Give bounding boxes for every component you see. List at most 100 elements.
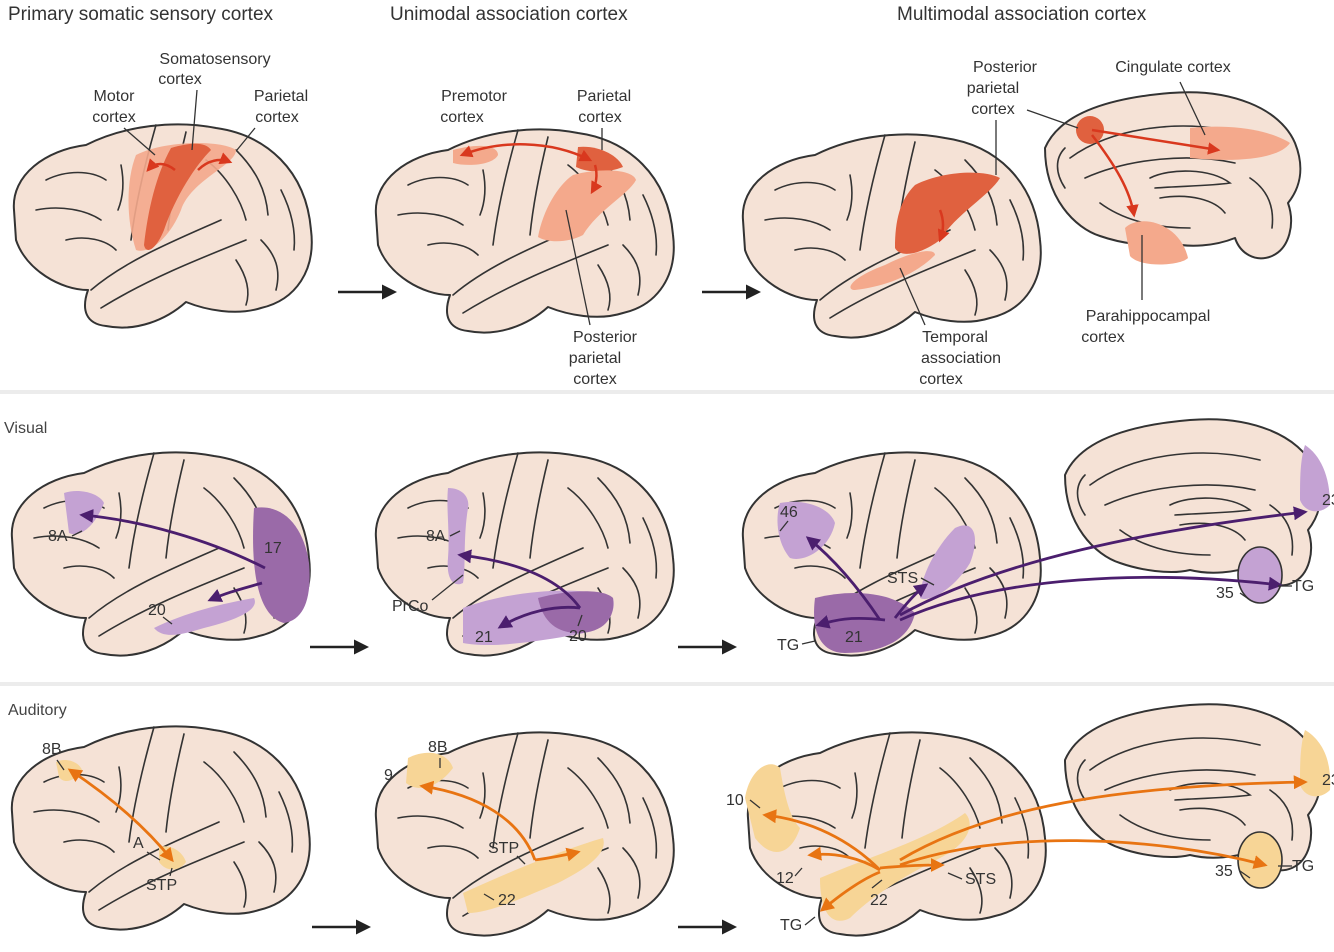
svg-text:Motor: Motor xyxy=(94,88,136,105)
visual-multimodal-arrows xyxy=(805,506,1308,629)
visual-primary-labels: 8A 17 20 xyxy=(48,528,282,625)
visual-multimodal-labels: 46 STS TG 21 35 TG 23 xyxy=(777,492,1334,654)
label-somatosensory-1: Somatosensory xyxy=(159,51,270,68)
label-temporal-3: cortex xyxy=(919,371,963,388)
section-auditory: Auditory xyxy=(8,702,67,719)
label-auditory-u-STP: STP xyxy=(488,840,519,857)
label-auditory-m-22: 22 xyxy=(870,892,888,909)
label-temporal-1: Temporal xyxy=(922,329,988,346)
auditory-multimodal-labels: 10 12 TG 22 STS 35 TG 23 xyxy=(726,772,1334,934)
svg-text:Premotor: Premotor xyxy=(441,88,507,105)
svg-text:Parietal: Parietal xyxy=(254,88,308,105)
label-auditory-u-9: 9 xyxy=(384,767,393,784)
label-visual-u-8A: 8A xyxy=(426,528,446,545)
somatic-primary-labels: Somatosensory cortex Motor cortex Pariet… xyxy=(92,51,308,156)
svg-text:cortex: cortex xyxy=(919,371,963,388)
svg-text:cortex: cortex xyxy=(440,109,484,126)
label-visual-20: 20 xyxy=(148,602,166,619)
somatosensory-core-region xyxy=(144,143,211,250)
label-visual-8A: 8A xyxy=(48,528,68,545)
auditory-primary-labels: 8B A STP xyxy=(42,741,177,894)
label-auditory-u-8B: 8B xyxy=(428,739,448,756)
somatic-multimodal-medial-brain xyxy=(1044,91,1302,265)
svg-text:cortex: cortex xyxy=(255,109,299,126)
svg-text:cortex: cortex xyxy=(971,101,1015,118)
label-auditory-STP: STP xyxy=(146,877,177,894)
svg-text:Temporal: Temporal xyxy=(922,329,988,346)
label-auditory-35: 35 xyxy=(1215,863,1233,880)
label-posterior-parietal2-2: parietal xyxy=(967,80,1019,97)
label-motor-1: Motor xyxy=(94,88,136,105)
auditory-unimodal-arrows xyxy=(419,780,581,862)
label-auditory-8B: 8B xyxy=(42,741,62,758)
label-posterior-parietal2-1: Posterior xyxy=(973,59,1038,76)
svg-text:cortex: cortex xyxy=(1081,329,1125,346)
somatic-primary-arrows xyxy=(146,152,233,172)
somatic-multimodal-lateral-brain xyxy=(741,133,1042,339)
svg-text:Parahippocampal: Parahippocampal xyxy=(1086,308,1211,325)
label-visual-STS: STS xyxy=(887,570,918,587)
label-visual-46: 46 xyxy=(780,504,798,521)
label-parietal2-2: cortex xyxy=(578,109,622,126)
label-premotor-1: Premotor xyxy=(441,88,507,105)
label-posterior-parietal1-3: cortex xyxy=(573,371,617,388)
label-parahippocampal-2: cortex xyxy=(1081,329,1125,346)
visual-unimodal-brain xyxy=(374,451,675,657)
label-visual-35: 35 xyxy=(1216,585,1234,602)
label-visual-u-20: 20 xyxy=(569,628,587,645)
visual-multimodal-medial-brain xyxy=(1064,418,1330,604)
somatic-multimodal-arrow-down xyxy=(937,209,950,243)
label-visual-m-21: 21 xyxy=(845,629,863,646)
label-visual-PrCo: PrCo xyxy=(392,598,429,615)
auditory-multimodal-arrows xyxy=(762,775,1308,912)
label-premotor-2: cortex xyxy=(440,109,484,126)
label-cingulate: Cingulate cortex xyxy=(1115,59,1231,76)
somatic-multimodal-labels: Posterior parietal cortex Cingulate cort… xyxy=(899,59,1231,388)
svg-text:Posterior: Posterior xyxy=(573,329,638,346)
svg-text:Somatosensory: Somatosensory xyxy=(159,51,270,68)
label-auditory-STS: STS xyxy=(965,871,996,888)
somatic-unimodal-labels: Premotor cortex Parietal cortex Posterio… xyxy=(440,88,637,388)
label-parietal-1: Parietal xyxy=(254,88,308,105)
label-visual-u-21: 21 xyxy=(475,629,493,646)
label-parietal2-1: Parietal xyxy=(577,88,631,105)
label-auditory-12: 12 xyxy=(776,870,794,887)
auditory-unimodal-labels: 8B 9 STP 22 xyxy=(384,739,526,909)
svg-text:Cingulate cortex: Cingulate cortex xyxy=(1115,59,1231,76)
svg-text:cortex: cortex xyxy=(573,371,617,388)
somatic-unimodal-arrows xyxy=(459,143,603,195)
section-visual: Visual xyxy=(4,420,47,437)
svg-text:parietal: parietal xyxy=(967,80,1019,97)
svg-text:Posterior: Posterior xyxy=(973,59,1038,76)
auditory-unimodal-brain xyxy=(374,731,675,937)
label-posterior-parietal1-1: Posterior xyxy=(573,329,638,346)
visual-primary-brain xyxy=(10,451,311,657)
svg-text:cortex: cortex xyxy=(92,109,136,126)
label-auditory-A: A xyxy=(133,835,144,852)
label-posterior-parietal1-2: parietal xyxy=(569,350,621,367)
svg-text:association: association xyxy=(921,350,1001,367)
label-temporal-2: association xyxy=(921,350,1001,367)
label-auditory-TG: TG xyxy=(780,917,802,934)
label-motor-2: cortex xyxy=(92,109,136,126)
row-divider-1 xyxy=(0,390,1334,394)
somatic-multimodal-arrows xyxy=(1091,128,1221,218)
auditory-primary-arrow xyxy=(67,768,174,863)
label-somatosensory-2: cortex xyxy=(158,71,202,88)
label-visual-TG: TG xyxy=(777,637,799,654)
auditory-multimodal-lateral-brain xyxy=(745,731,1047,937)
label-visual-TG2: TG xyxy=(1292,578,1314,595)
label-auditory-10: 10 xyxy=(726,792,744,809)
visual-unimodal-labels: 8A PrCo 21 20 xyxy=(392,528,587,646)
label-posterior-parietal2-3: cortex xyxy=(971,101,1015,118)
svg-text:cortex: cortex xyxy=(578,109,622,126)
label-visual-17: 17 xyxy=(264,540,282,557)
svg-text:parietal: parietal xyxy=(569,350,621,367)
label-parietal-2: cortex xyxy=(255,109,299,126)
label-parahippocampal-1: Parahippocampal xyxy=(1086,308,1211,325)
header-multimodal: Multimodal association cortex xyxy=(897,4,1147,25)
visual-unimodal-arrows xyxy=(457,549,582,629)
svg-text:Parietal: Parietal xyxy=(577,88,631,105)
label-auditory-TG2: TG xyxy=(1292,858,1314,875)
